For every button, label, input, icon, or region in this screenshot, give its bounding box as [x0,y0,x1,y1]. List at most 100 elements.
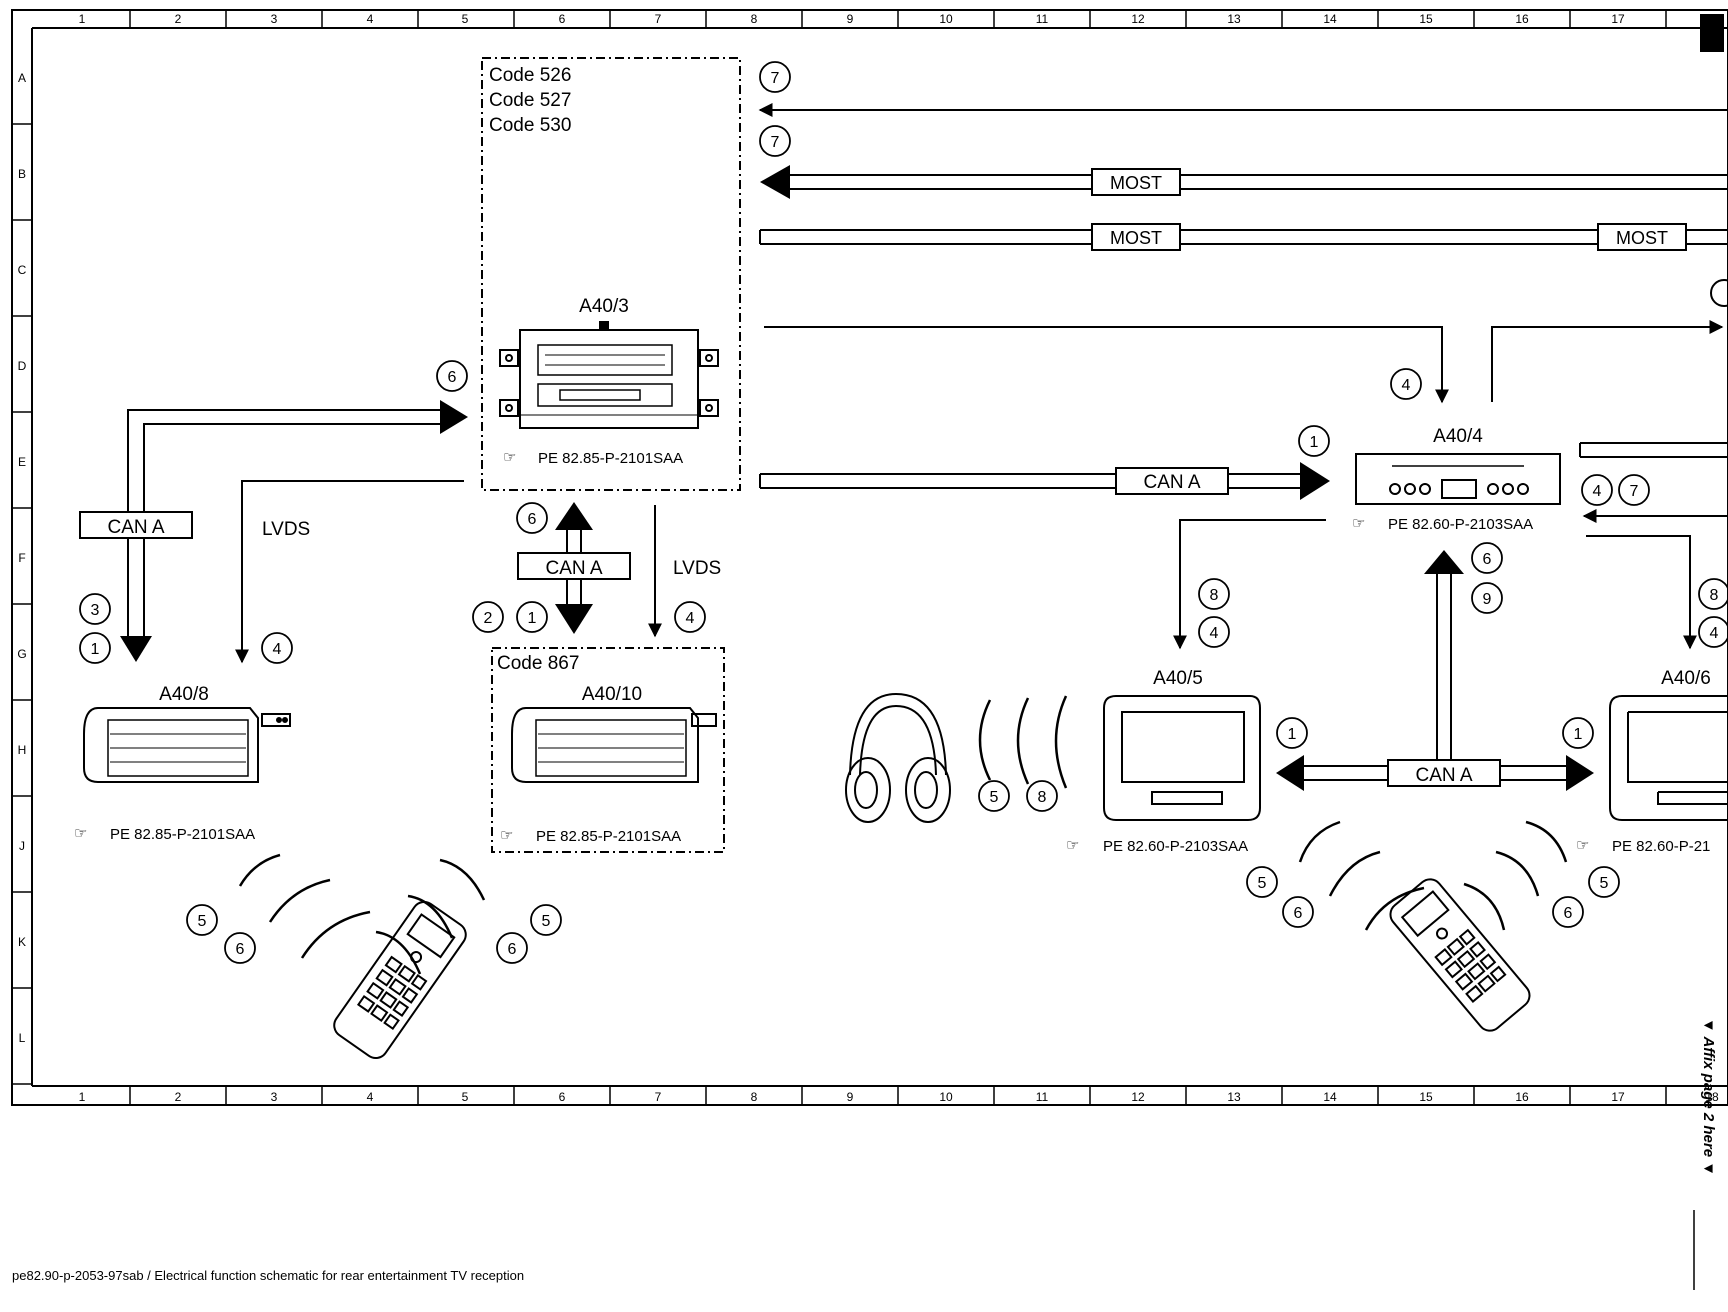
ref-pointer-icon: ☞ [74,825,87,842]
ref-text: PE 82.60-P-2103SAA [1388,516,1533,533]
callout-number: 4 [686,610,695,627]
bus-label-most: MOST [1110,228,1162,248]
callout-number: 4 [1593,483,1602,500]
affix-page-note: ▼ Affix page 2 here ▼ [1700,1018,1717,1176]
callout-numbers: 7 7 6 4 1 4 7 3 1 4 6 2 1 4 6 9 8 4 8 4 … [91,70,1719,958]
column-label: 10 [939,12,953,26]
column-label: 6 [559,1090,566,1104]
callout-number: 3 [91,602,100,619]
callout-number: 5 [1600,875,1609,892]
callout-number: 4 [1210,625,1219,642]
callout-number: 4 [1710,625,1719,642]
row-label: E [18,455,26,469]
column-label: 7 [655,12,662,26]
lvds-line-left [235,480,464,664]
column-label: 3 [271,12,278,26]
column-label: 2 [175,12,182,26]
callout-number: 1 [1288,726,1297,743]
column-label: 6 [559,12,566,26]
ref-a40-6: ☞ PE 82.60-P-21 [1576,837,1710,855]
bus-label-can-a: CAN A [1143,472,1200,493]
ref-text: PE 82.85-P-2101SAA [536,828,681,845]
bus-label-lvds: LVDS [673,558,721,579]
most-bus-c: MOST MOST [759,223,1728,251]
a40-4-unit-icon [1355,453,1561,505]
callout-number: 8 [1210,587,1219,604]
signal-line-a40-6 [1586,535,1697,650]
a40-6-unit-icon [1609,695,1728,821]
sheet-frame [11,9,1728,1106]
signal-line-a40-4-out [1491,320,1724,402]
row-label: L [19,1031,26,1045]
column-label: 1 [79,12,86,26]
column-label: 14 [1323,12,1337,26]
ref-text: PE 82.85-P-2101SAA [110,826,255,843]
column-label: 10 [939,1090,953,1104]
callout-number: 5 [1258,875,1267,892]
ref-text: PE 82.60-P-21 [1612,838,1710,855]
callout-number: 4 [273,641,282,658]
ref-pointer-icon: ☞ [503,449,516,466]
ir-waves-icon [1298,820,1568,931]
column-label: 2 [175,1090,182,1104]
column-labels-top: 1 2 3 4 5 6 7 8 9 10 11 12 13 14 15 16 1… [79,12,1719,26]
callout-number: 9 [1483,591,1492,608]
ref-a40-4: ☞ PE 82.60-P-2103SAA [1352,515,1533,533]
column-label: 17 [1611,1090,1625,1104]
callouts [79,61,1728,964]
row-label: H [18,743,27,757]
row-label: A [18,71,26,85]
callout-number: 5 [990,789,999,806]
a40-3-unit-icon [499,321,719,429]
column-label: 14 [1323,1090,1337,1104]
bus-label-can-a: CAN A [1415,765,1472,786]
bus-label-can-a: CAN A [107,517,164,538]
column-label: 12 [1131,1090,1145,1104]
bus-label-lvds: LVDS [262,519,310,540]
column-label: 9 [847,1090,854,1104]
column-label: 16 [1515,1090,1529,1104]
callout-number: 2 [484,610,493,627]
row-label: G [17,647,26,661]
column-label: 7 [655,1090,662,1104]
code-label: Code 527 [489,90,571,111]
callout-number: 4 [1402,377,1411,394]
callout-number: 7 [771,70,780,87]
callout-number: 6 [1483,551,1492,568]
callout-number: 8 [1710,587,1719,604]
can-a-bus-main: CAN A [759,462,1330,500]
column-label: 13 [1227,1090,1241,1104]
callout-partial [1710,279,1728,307]
component-label-a40-10: A40/10 [582,684,642,705]
callout-number: 1 [91,641,100,658]
signal-line-a40-5 [1173,519,1326,650]
column-label: 18 [1705,1090,1719,1104]
ref-text: PE 82.60-P-2103SAA [1103,838,1248,855]
row-label: B [18,167,26,181]
code-block-a40-10 [491,647,725,853]
row-label: C [18,263,27,277]
code-label: Code 867 [497,653,579,674]
column-label: 3 [271,1090,278,1104]
callout-number: 6 [1564,905,1573,922]
callout-number: 5 [198,913,207,930]
callout-number: 5 [542,913,551,930]
row-label: F [18,551,25,565]
column-label: 9 [847,12,854,26]
row-labels: A B C D E F G H J K L [17,71,26,1045]
wireless-waves-icon [978,695,1068,789]
ref-a40-8: ☞ PE 82.85-P-2101SAA [74,825,255,843]
column-labels-bottom: 1 2 3 4 5 6 7 8 9 10 11 12 13 14 15 16 1… [79,1090,1719,1104]
a40-5-unit-icon [1103,695,1261,821]
remote-control-icon [333,900,467,1060]
callout-number: 6 [528,511,537,528]
column-label: 5 [462,1090,469,1104]
signal-line-a40-4-top [764,326,1449,404]
column-label: 11 [1036,1090,1049,1104]
page-tab-marker [1700,14,1724,52]
callout-number: 6 [508,941,517,958]
code-label: Code 526 [489,65,571,86]
can-a-bus-left: CAN A [79,400,468,662]
callout-number: 7 [1630,483,1639,500]
